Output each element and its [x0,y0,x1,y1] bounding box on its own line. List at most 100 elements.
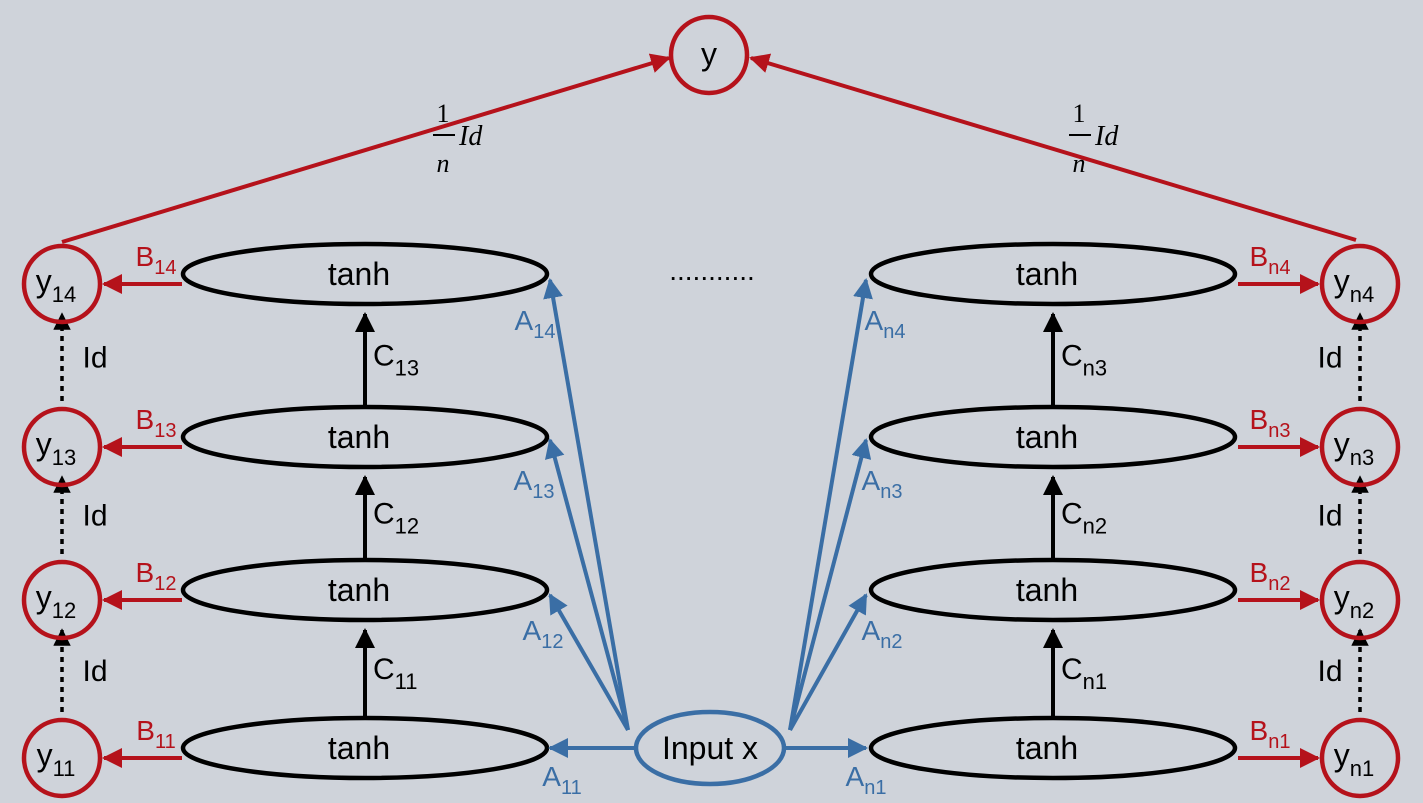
right-weight-label-operator: Id [1094,121,1119,152]
right-output-label: yn4 [1334,263,1374,307]
right-tanh-neuron [868,557,1238,623]
right-output-node [1319,559,1401,641]
left-output-node [21,406,103,488]
right-b-label-base: B [1250,241,1269,272]
left-a-label-base: A [523,615,542,646]
left-a-label: A14 [515,305,556,343]
left-output-label: y13 [36,426,76,470]
left-c-label-base: C [373,498,395,531]
right-output-label-subscript: n1 [1350,756,1374,781]
right-a-label-subscript: n4 [883,321,905,343]
output-label: y [701,36,717,72]
left-a-arrow [543,278,630,731]
left-weight-label-operator: Id [458,121,483,152]
right-output-label-base: y [1334,263,1350,299]
right-output-node [1319,406,1401,488]
left-b-label: B14 [136,241,177,279]
right-identity-label: Id [1317,655,1342,688]
left-b-label-subscript: 14 [154,257,176,279]
left-output-label: y12 [36,579,76,623]
left-b-label-subscript: 12 [154,573,176,595]
right-a-label: An2 [862,615,903,653]
left-tanh-label: tanh [328,730,390,766]
left-c-label-subscript: 12 [395,514,419,539]
left-tanh-neuron [180,557,550,623]
right-weight-label-numerator: 1 [1073,99,1086,128]
right-b-label: Bn2 [1250,557,1291,595]
left-b-label-subscript: 13 [154,420,176,442]
right-b-label-base: B [1250,557,1269,588]
left-output-label-subscript: 11 [53,756,76,781]
right-c-label-base: C [1061,340,1083,373]
left-c-label-base: C [373,653,395,686]
right-c-label-base: C [1061,498,1083,531]
left-output-label-base: y [36,263,52,299]
right-identity-label: Id [1317,342,1342,375]
right-identity-label: Id [1317,500,1342,533]
right-output-label-subscript: n4 [1350,282,1374,307]
left-sum-arrow [61,53,671,244]
right-a-label: An3 [862,465,903,503]
right-a-arrow [788,593,868,731]
right-output-node [1319,243,1401,325]
right-b-label-base: B [1250,715,1269,746]
left-tanh-label: tanh [328,419,390,455]
left-a-label: A13 [514,465,555,503]
left-output-node [21,717,103,799]
right-tanh-label: tanh [1016,256,1078,292]
right-b-label-subscript: n4 [1268,257,1290,279]
right-output-label-base: y [1334,426,1350,462]
right-b-label-subscript: n1 [1268,731,1290,753]
left-output-label-subscript: 12 [52,598,76,623]
right-tanh-neuron [868,715,1238,781]
right-output-node [1319,717,1401,799]
right-a-label-base: A [865,305,884,336]
right-c-label-base: C [1061,653,1083,686]
left-a-label: A11 [542,761,581,799]
left-tanh-neuron [180,241,550,307]
right-a-label-subscript: n2 [880,631,902,653]
left-weight-label-denominator: n [437,149,450,178]
left-output-label-base: y [37,737,53,773]
right-a-label-subscript: n3 [880,481,902,503]
right-output-label-subscript: n3 [1350,445,1374,470]
left-a-label-base: A [515,305,534,336]
left-a-label-subscript: 12 [541,631,563,653]
right-tanh-label: tanh [1016,419,1078,455]
left-b-label-base: B [136,715,155,746]
left-b-label: B11 [136,715,175,753]
right-tanh-neuron [868,404,1238,470]
input-node [633,709,787,787]
left-b-label-base: B [136,557,155,588]
right-weight-label-denominator: n [1073,149,1086,178]
right-sum-arrow [749,53,1357,242]
left-c-label: C13 [373,340,419,381]
right-a-label-base: A [846,761,865,792]
left-c-label-subscript: 11 [395,669,418,694]
right-a-arrow [788,278,873,731]
left-output-label: y14 [36,263,76,307]
right-a-label-base: A [862,615,881,646]
right-c-label-subscript: n3 [1083,356,1107,381]
left-a-label-base: A [514,465,533,496]
left-identity-label: Id [82,500,107,533]
right-b-label-subscript: n3 [1268,420,1290,442]
right-tanh-label: tanh [1016,730,1078,766]
right-a-arrow [788,438,872,731]
left-output-node [21,243,103,325]
left-b-label-base: B [136,404,155,435]
left-c-label-subscript: 13 [395,356,419,381]
left-identity-label: Id [82,655,107,688]
left-output-label-base: y [36,579,52,615]
left-c-label: C12 [373,498,419,539]
right-b-label: Bn4 [1250,241,1291,279]
left-c-label: C11 [373,653,418,694]
left-b-label: B13 [136,404,177,442]
output-node-y [668,14,750,96]
left-tanh-label: tanh [328,572,390,608]
right-tanh-neuron [868,241,1238,307]
right-tanh-label: tanh [1016,572,1078,608]
right-output-label-subscript: n2 [1350,598,1374,623]
left-b-label-base: B [136,241,155,272]
